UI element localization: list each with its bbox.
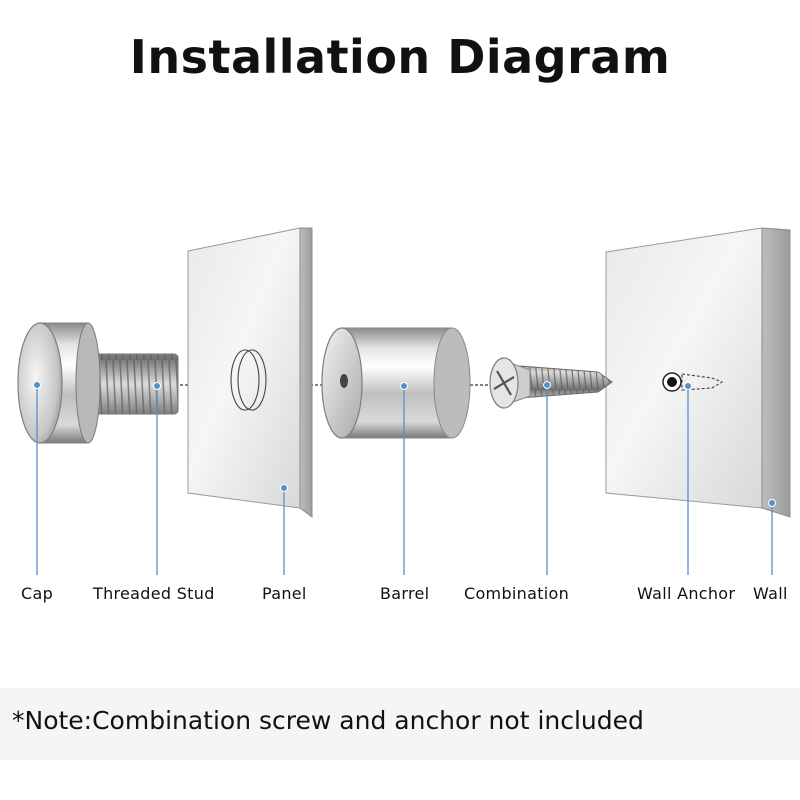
wall-illustration <box>605 227 791 518</box>
label-threaded-stud: Threaded Stud <box>93 584 215 603</box>
label-barrel: Barrel <box>380 584 430 603</box>
leader-dot-wall <box>768 499 776 507</box>
label-wall: Wall <box>753 584 788 603</box>
note-text: *Note:Combination screw and anchor not i… <box>12 706 644 735</box>
panel-illustration <box>187 227 313 518</box>
wall-anchor-illustration <box>662 372 724 392</box>
leader-dot-panel <box>280 484 288 492</box>
leader-dot-wall-anchor <box>684 382 692 390</box>
leader-dot-barrel <box>400 382 408 390</box>
note-band <box>0 688 800 760</box>
cap-illustration <box>17 322 101 444</box>
leader-lines <box>33 381 776 575</box>
diagram-title: Installation Diagram <box>129 30 671 84</box>
barrel-illustration <box>321 327 471 439</box>
label-combination: Combination <box>464 584 570 603</box>
leader-dot-threaded-stud <box>153 382 161 390</box>
leader-dot-combination <box>543 381 551 389</box>
label-panel: Panel <box>262 584 307 603</box>
leader-dot-cap <box>33 381 41 389</box>
combination-screw-illustration <box>489 357 613 409</box>
label-wall-anchor: Wall Anchor <box>637 584 736 603</box>
label-cap: Cap <box>21 584 54 603</box>
